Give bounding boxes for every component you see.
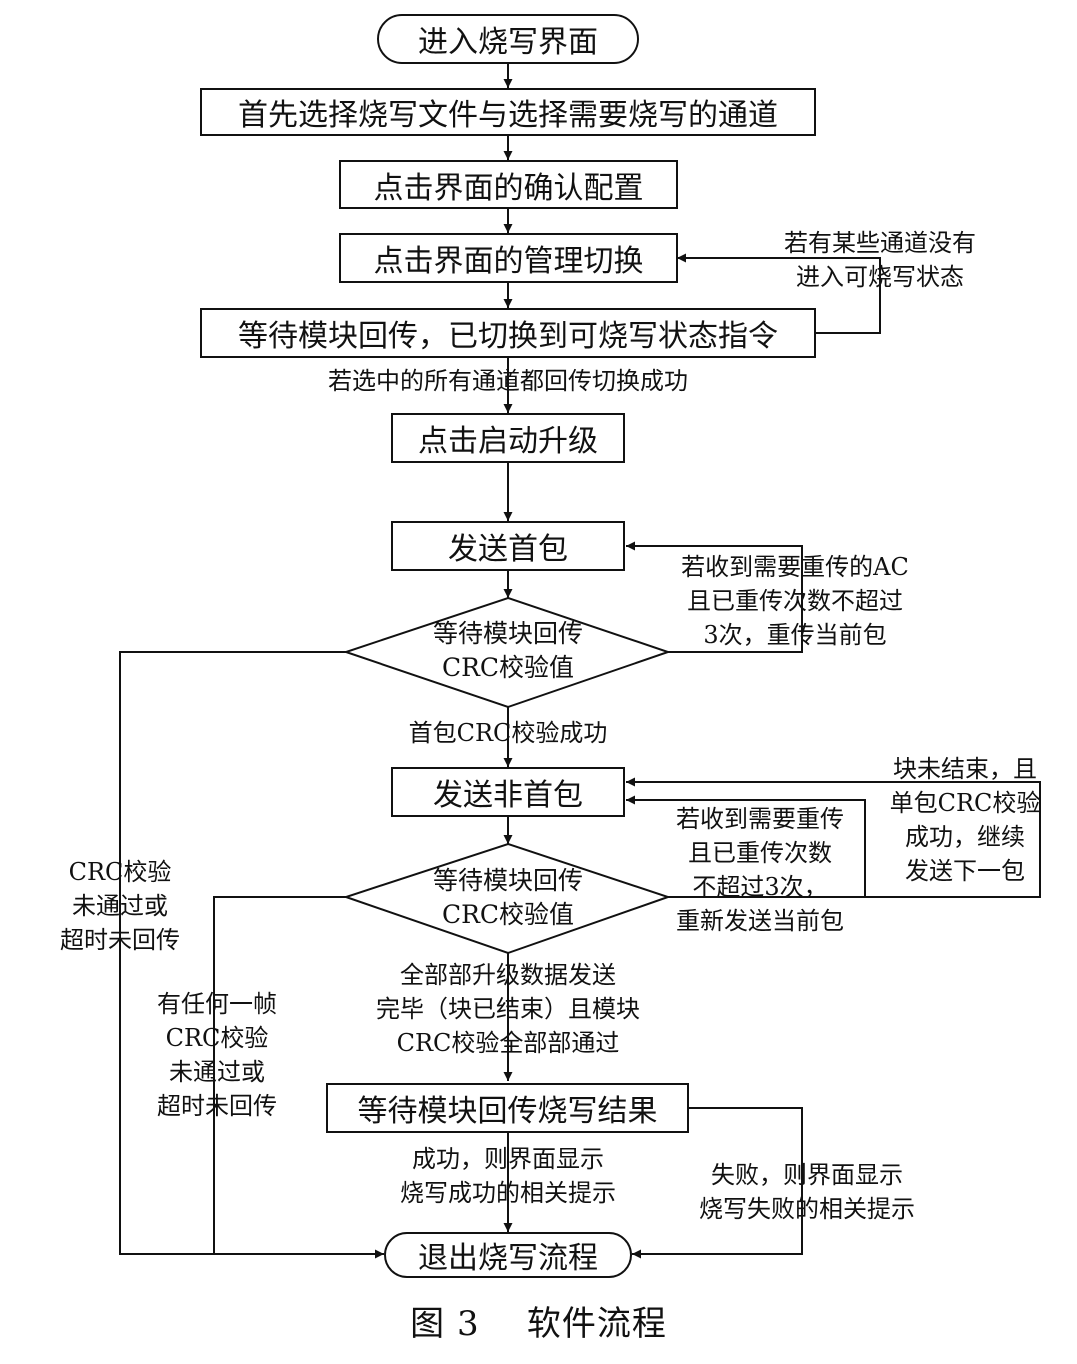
label-crc-fail-2-line3: 未通过或	[169, 1058, 265, 1086]
label-failure: 失败，则界面显示 烧写失败的相关提示	[672, 1158, 942, 1226]
label-all-done-line1: 全部部升级数据发送	[400, 961, 616, 989]
label-not-entered: 若有某些通道没有 进入可烧写状态	[760, 226, 1000, 294]
label-retry-first-line1: 若收到需要重传的AC	[681, 553, 909, 581]
label-success-line1: 成功，则界面显示	[412, 1145, 604, 1173]
decision-crc1	[342, 596, 672, 709]
label-block-not-end-line3: 成功，继续	[905, 823, 1025, 851]
exit-terminal: 退出烧写流程	[384, 1232, 632, 1278]
label-retry-next: 若收到需要重传 且已重传次数 不超过3次， 重新发送当前包	[650, 802, 870, 938]
label-retry-next-line4: 重新发送当前包	[676, 907, 844, 935]
label-crc-fail-1-line1: CRC校验	[68, 858, 172, 886]
label-retry-next-line3: 不超过3次，	[692, 873, 828, 901]
select-step: 首先选择烧写文件与选择需要烧写的通道	[200, 88, 816, 136]
label-all-done: 全部部升级数据发送 完毕（块已结束）且模块 CRC校验全部部通过	[328, 958, 688, 1060]
switch-step: 点击界面的管理切换	[339, 233, 678, 283]
wait-switch-step: 等待模块回传，已切换到可烧写状态指令	[200, 308, 816, 358]
confirm-step: 点击界面的确认配置	[339, 160, 678, 209]
label-retry-first-line3: 3次，重传当前包	[703, 621, 887, 649]
label-block-not-end: 块未结束，且 单包CRC校验 成功，继续 发送下一包	[870, 752, 1060, 888]
figure-caption: 图 3 软件流程	[410, 1304, 667, 1344]
label-all-switched: 若选中的所有通道都回传切换成功	[328, 367, 688, 395]
loop-continue-next	[626, 777, 1041, 898]
label-crc-fail-2-line4: 超时未回传	[157, 1092, 277, 1120]
label-all-done-line3: CRC校验全部部通过	[396, 1029, 620, 1057]
decision-crc1-line1: 等待模块回传	[432, 619, 583, 648]
label-crc-fail-2-line1: 有任何一帧	[157, 990, 277, 1018]
label-failure-line2: 烧写失败的相关提示	[699, 1195, 915, 1223]
failure-result-path	[632, 1107, 803, 1259]
label-crc-fail-2-line2: CRC校验	[165, 1024, 269, 1052]
label-not-entered-line2: 进入可烧写状态	[796, 263, 964, 291]
label-retry-next-line1: 若收到需要重传	[676, 805, 844, 833]
label-crc-fail-1: CRC校验 未通过或 超时未回传	[30, 855, 210, 957]
label-crc-fail-1-line3: 超时未回传	[60, 926, 180, 954]
label-retry-first: 若收到需要重传的AC 且已重传次数不超过 3次，重传当前包	[660, 550, 930, 652]
label-retry-first-line2: 且已重传次数不超过	[687, 587, 903, 615]
loop-retry-first	[626, 541, 803, 653]
fail-path-crc2	[213, 896, 346, 1254]
decision-crc2-text: 等待模块回传 CRC校验值	[408, 864, 608, 932]
loop-retry-next	[626, 795, 866, 898]
start-terminal: 进入烧写界面	[377, 14, 639, 64]
send-first-step: 发送首包	[391, 521, 625, 571]
start-upgrade-step: 点击启动升级	[391, 413, 625, 463]
decision-crc1-text: 等待模块回传 CRC校验值	[408, 617, 608, 685]
label-block-not-end-line4: 发送下一包	[905, 857, 1025, 885]
decision-crc2	[342, 842, 672, 955]
decision-crc2-line1: 等待模块回传	[432, 866, 583, 895]
loop-not-entered	[677, 253, 881, 334]
label-success-line2: 烧写成功的相关提示	[400, 1179, 616, 1207]
send-next-step: 发送非首包	[391, 767, 625, 817]
fail-path-crc1	[119, 651, 384, 1259]
label-failure-line1: 失败，则界面显示	[711, 1161, 903, 1189]
label-all-done-line2: 完毕（块已结束）且模块	[376, 995, 640, 1023]
label-retry-next-line2: 且已重传次数	[688, 839, 832, 867]
label-not-entered-line1: 若有某些通道没有	[784, 229, 976, 257]
label-crc-fail-1-line2: 未通过或	[72, 892, 168, 920]
label-crc-fail-2: 有任何一帧 CRC校验 未通过或 超时未回传	[122, 987, 312, 1123]
label-block-not-end-line1: 块未结束，且	[893, 755, 1037, 783]
label-success: 成功，则界面显示 烧写成功的相关提示	[378, 1142, 638, 1210]
wait-result-step: 等待模块回传烧写结果	[326, 1083, 689, 1133]
decision-crc1-line2: CRC校验值	[441, 653, 575, 682]
label-first-ok: 首包CRC校验成功	[408, 719, 608, 747]
label-block-not-end-line2: 单包CRC校验	[889, 789, 1041, 817]
decision-crc2-line2: CRC校验值	[441, 900, 575, 929]
